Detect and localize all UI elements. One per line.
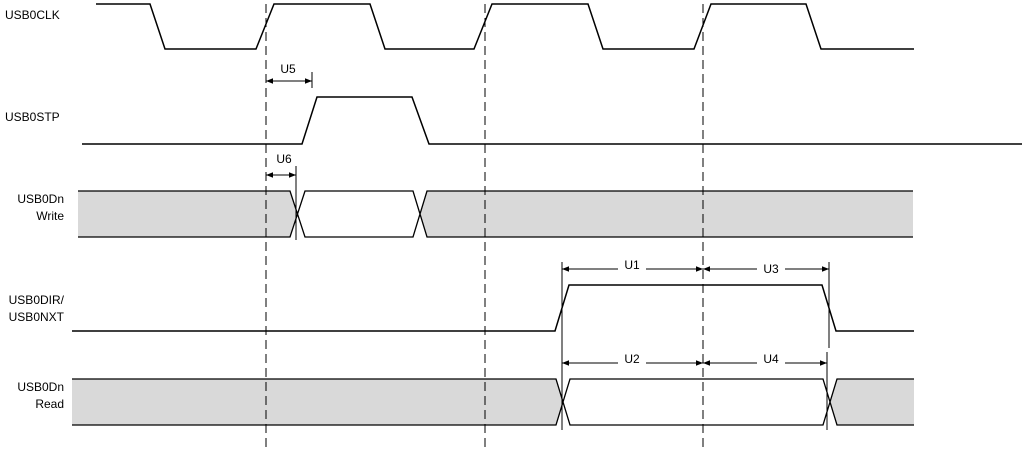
timing-label-u5: U5 <box>280 62 296 76</box>
timing-label-u6: U6 <box>276 152 292 166</box>
u4-label-bg <box>757 352 785 368</box>
usb0stp-waveform <box>82 96 1022 145</box>
usb0clk-waveform <box>96 3 914 50</box>
u3-label-bg <box>757 258 785 274</box>
u2-label-bg <box>618 352 646 368</box>
label-usb0nxt-2: USB0NXT <box>9 310 65 324</box>
label-usb0stp: USB0STP <box>5 110 60 124</box>
u1-label-bg <box>618 258 646 274</box>
write-bus-fill-right <box>420 191 913 237</box>
label-usb0dn-read-2: Read <box>35 397 64 411</box>
label-usb0dn-write-2: Write <box>36 209 64 223</box>
timing-label-u1: U1 <box>624 258 640 272</box>
timing-label-u2: U2 <box>624 352 640 366</box>
write-bus-fill-left <box>78 191 297 237</box>
usb0dn-read-bus <box>72 378 914 426</box>
label-usb0clk: USB0CLK <box>5 8 60 22</box>
timing-label-u4: U4 <box>763 352 779 366</box>
label-usb0dir-1: USB0DIR/ <box>9 293 65 307</box>
read-bus-fill-right <box>830 379 914 425</box>
usb0dir-nxt-waveform <box>72 284 914 332</box>
label-usb0dn-read-1: USB0Dn <box>17 380 64 394</box>
usb0dn-write-bus <box>78 190 913 238</box>
label-usb0dn-write-1: USB0Dn <box>17 192 64 206</box>
timing-label-u3: U3 <box>763 262 779 276</box>
read-bus-fill-left <box>72 379 563 425</box>
